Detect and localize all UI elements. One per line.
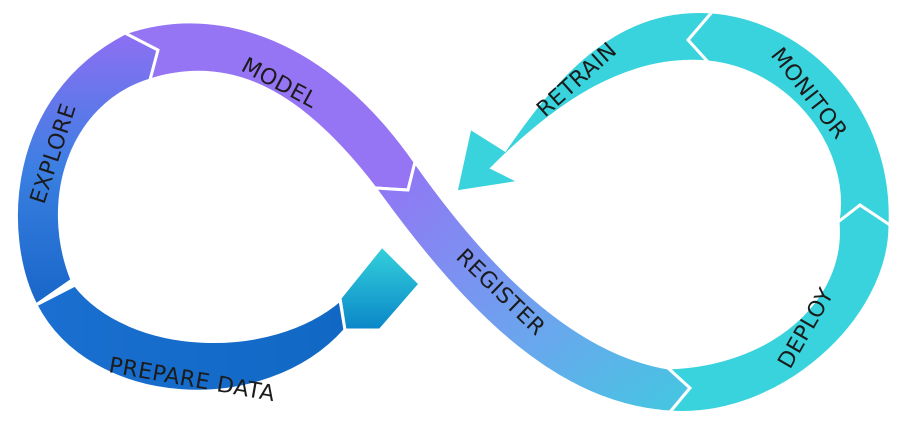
prepare-data-arrow-tip bbox=[338, 243, 423, 332]
monitor-segment bbox=[685, 10, 892, 228]
model-segment bbox=[121, 20, 417, 192]
deploy-segment bbox=[664, 203, 892, 414]
explore-segment bbox=[14, 31, 160, 308]
retrain-segment bbox=[454, 10, 716, 194]
register-segment bbox=[371, 158, 693, 414]
